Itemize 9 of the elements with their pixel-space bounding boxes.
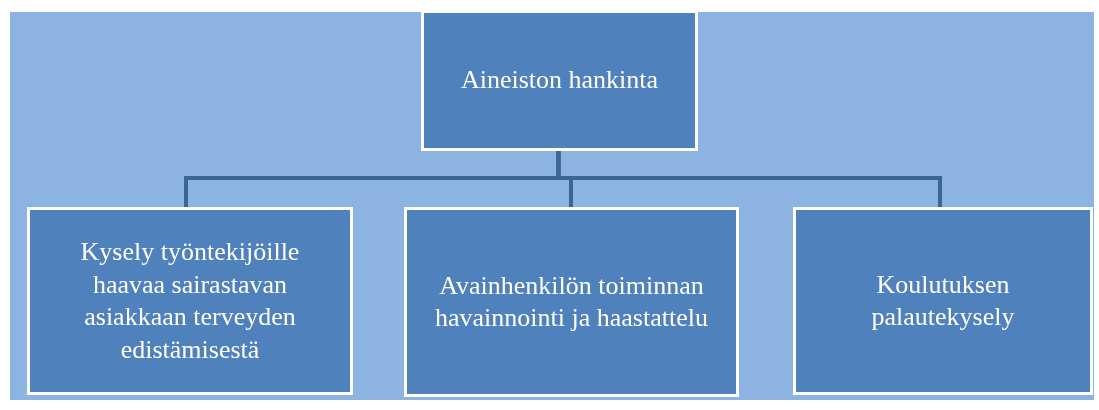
box-label: Kysely työntekijöille haavaa sairastavan asiakkaan terveyden edistämisestä [79,236,301,366]
process-box [793,207,1093,395]
connector-line [556,151,942,207]
box-label: Koulutuksen palautekysely [870,268,1016,333]
root-box [421,10,698,151]
process-box [27,207,353,395]
box-label: Aineiston hankinta [459,64,660,97]
box-label: Avainhenkilön toiminnan havainnointi ja haastattelu [434,269,709,334]
process-box [404,207,739,397]
